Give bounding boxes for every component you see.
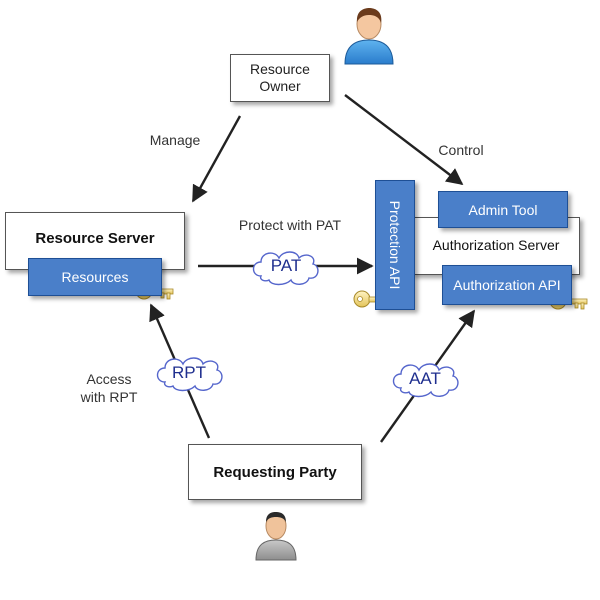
pat-token-label: PAT <box>271 256 302 275</box>
resources-label: Resources <box>61 269 129 285</box>
authorization-api-label: Authorization API <box>453 277 561 293</box>
resource-server-title: Resource Server <box>35 230 155 247</box>
rpt-token-label: RPT <box>172 363 206 382</box>
resource-owner-label: Resource Owner <box>250 61 310 94</box>
resource-owner-box: Resource Owner <box>230 54 330 102</box>
manage-arrow <box>191 115 242 203</box>
control-arrow <box>344 94 464 186</box>
manage-label: Manage <box>149 132 201 148</box>
admin-tool-box: Admin Tool <box>438 191 568 228</box>
person-icon <box>344 8 394 65</box>
requesting-party-label: Requesting Party <box>213 463 337 481</box>
requesting-party-box: Requesting Party <box>188 444 362 500</box>
protection-api-label: Protection API <box>387 200 403 290</box>
authorization-server-title: Authorization Server <box>432 237 560 253</box>
control-label: Control <box>438 142 484 158</box>
person-icon <box>255 512 297 561</box>
admin-tool-label: Admin Tool <box>468 201 538 218</box>
protect-label: Protect with PAT <box>238 217 342 233</box>
protection-api-box: Protection API <box>375 180 415 310</box>
aat-token-label: AAT <box>409 369 441 388</box>
resources-box: Resources <box>28 258 162 296</box>
authorization-api-box: Authorization API <box>442 265 572 305</box>
access-label: Access with RPT <box>80 371 138 405</box>
